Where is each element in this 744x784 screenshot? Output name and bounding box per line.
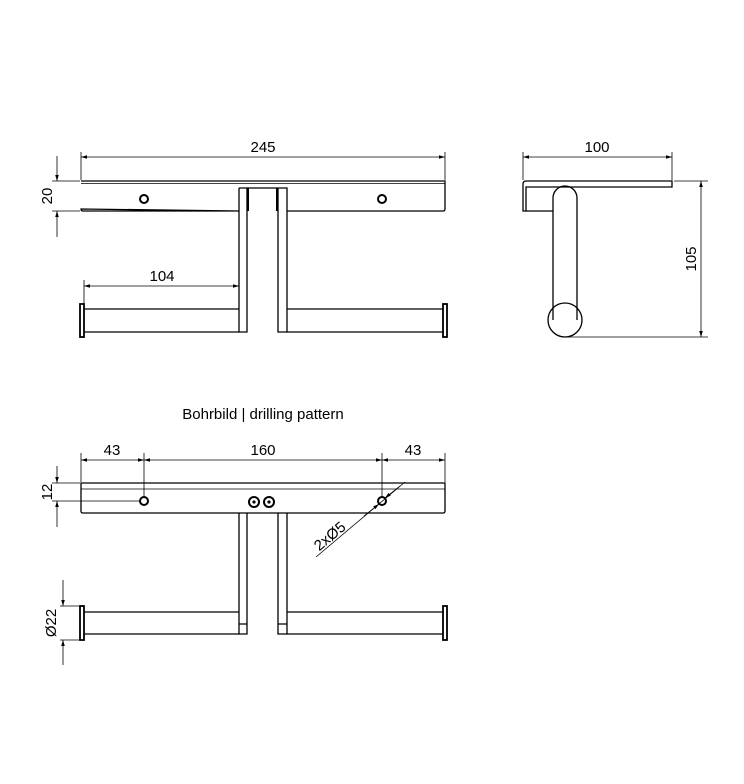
dim-hole-height: 12 [39, 484, 56, 501]
mounting-hole [139, 194, 149, 204]
dim-right-offset: 43 [405, 442, 422, 459]
dim-depth: 100 [584, 139, 609, 156]
mounting-hole [377, 194, 387, 204]
dim-height: 20 [39, 188, 56, 205]
side-view: 100 105 [522, 139, 708, 338]
hole-spec-label: 2xØ5 [311, 519, 349, 555]
dim-width: 245 [250, 139, 275, 156]
drill-hole [139, 496, 149, 506]
dim-side-height: 105 [683, 246, 700, 271]
section-title: Bohrbild | drilling pattern [182, 406, 343, 423]
drilling-view: 43 160 43 12 2xØ5 Ø22 [39, 442, 448, 665]
dim-roll-diameter: Ø22 [43, 609, 60, 637]
dim-arm-length: 104 [149, 268, 174, 285]
front-view: 245 20 104 [39, 139, 448, 338]
dim-left-offset: 43 [104, 442, 121, 459]
dim-hole-spacing: 160 [250, 442, 275, 459]
